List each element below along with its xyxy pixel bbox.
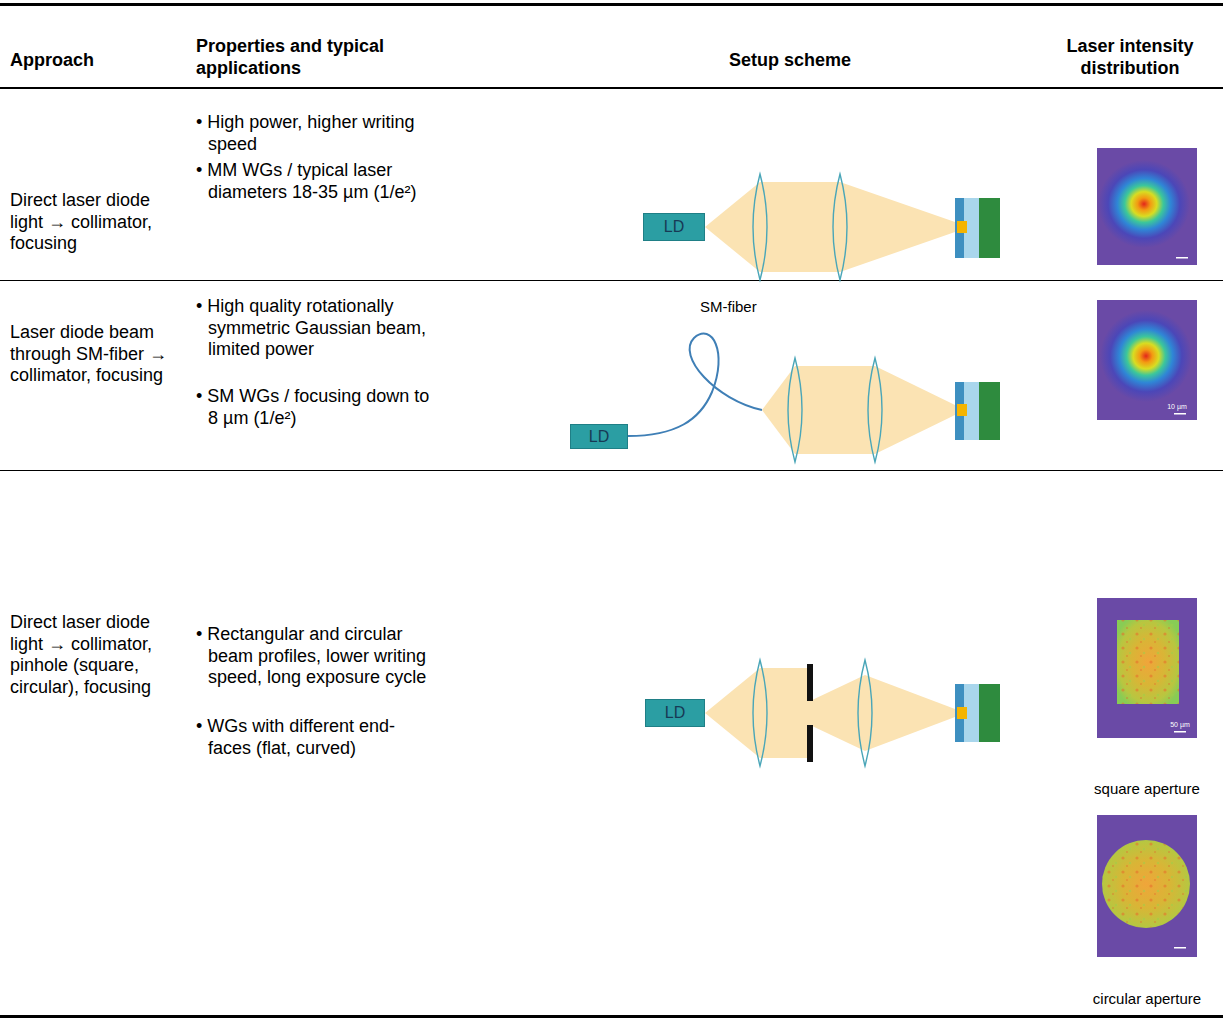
intensity-image <box>1097 300 1197 420</box>
row-rule <box>0 470 1223 471</box>
approach-cell: Direct laser diode light → collimator, p… <box>10 612 188 698</box>
scale-bar <box>1174 413 1186 415</box>
column-header: Properties and typical applications <box>196 36 446 79</box>
laser-beam <box>705 182 955 272</box>
laser-diode-box: LD <box>643 213 705 241</box>
approach-cell: Laser diode beam through SM-fiber → coll… <box>10 322 188 387</box>
circular-spot <box>1102 840 1190 928</box>
setup-row2 <box>628 300 1197 462</box>
property-item: • SM WGs / focusing down to 8 µm (1/e²) <box>196 386 431 429</box>
node-label: LD <box>665 704 685 722</box>
substrate-layer <box>979 684 1000 742</box>
focusing-lens <box>868 358 882 462</box>
row-rule <box>0 280 1223 281</box>
square-spot <box>1117 620 1179 704</box>
intensity-image <box>1097 815 1197 957</box>
setup-row3 <box>705 598 1197 957</box>
header-rule <box>0 87 1223 89</box>
waveguide-core <box>957 707 967 719</box>
focusing-lens <box>858 660 872 766</box>
laser-diode-box: LD <box>570 424 628 449</box>
laser-beam <box>810 675 955 751</box>
waveguide-core <box>957 404 967 416</box>
pinhole-aperture <box>807 664 813 701</box>
laser-beam <box>705 668 810 758</box>
circular-spot-texture <box>1102 840 1190 928</box>
property-item: • MM WGs / typical laser diameters 18-35… <box>196 160 431 203</box>
bottom-rule <box>0 1015 1223 1018</box>
focusing-lens <box>833 174 847 280</box>
waveguide-core <box>957 221 967 233</box>
pinhole-aperture <box>807 725 813 762</box>
property-item: • High power, higher writing speed <box>196 112 431 155</box>
scale-label: 50 µm <box>1163 721 1197 729</box>
property-item: • High quality rotationally symmetric Ga… <box>196 296 431 361</box>
approach-cell: Direct laser diode light → collimator, f… <box>10 190 188 255</box>
collimator-lens <box>788 358 802 462</box>
property-item: • WGs with different end-faces (flat, cu… <box>196 716 431 759</box>
image-caption: square aperture <box>1067 780 1223 798</box>
image-caption: circular aperture <box>1067 990 1223 1008</box>
fiber-label: SM-fiber <box>700 298 800 316</box>
node-label: LD <box>664 218 684 236</box>
substrate-layer <box>979 198 1000 258</box>
scale-bar <box>1174 947 1186 949</box>
table-rules <box>0 3 1223 1018</box>
column-header: Setup scheme <box>700 50 880 72</box>
sm-fiber <box>628 334 762 436</box>
gaussian-spot <box>1098 160 1190 248</box>
node-label: LD <box>589 428 609 446</box>
property-item: • Rectangular and circular beam profiles… <box>196 624 431 689</box>
substrate-layer <box>979 382 1000 440</box>
intensity-image <box>1097 148 1197 265</box>
scale-label: 10 µm <box>1160 403 1194 411</box>
top-rule <box>0 3 1223 6</box>
gaussian-spot <box>1100 310 1192 402</box>
column-header: Laser intensity distribution <box>1040 36 1220 79</box>
column-header: Approach <box>10 50 180 72</box>
scale-bar <box>1176 257 1188 259</box>
setup-row1 <box>705 148 1197 280</box>
collimator-lens <box>753 660 767 766</box>
scale-bar <box>1174 731 1186 733</box>
collimator-lens <box>753 174 767 280</box>
laser-diode-box: LD <box>645 699 705 727</box>
square-spot-texture <box>1117 620 1179 704</box>
intensity-image <box>1097 598 1197 738</box>
